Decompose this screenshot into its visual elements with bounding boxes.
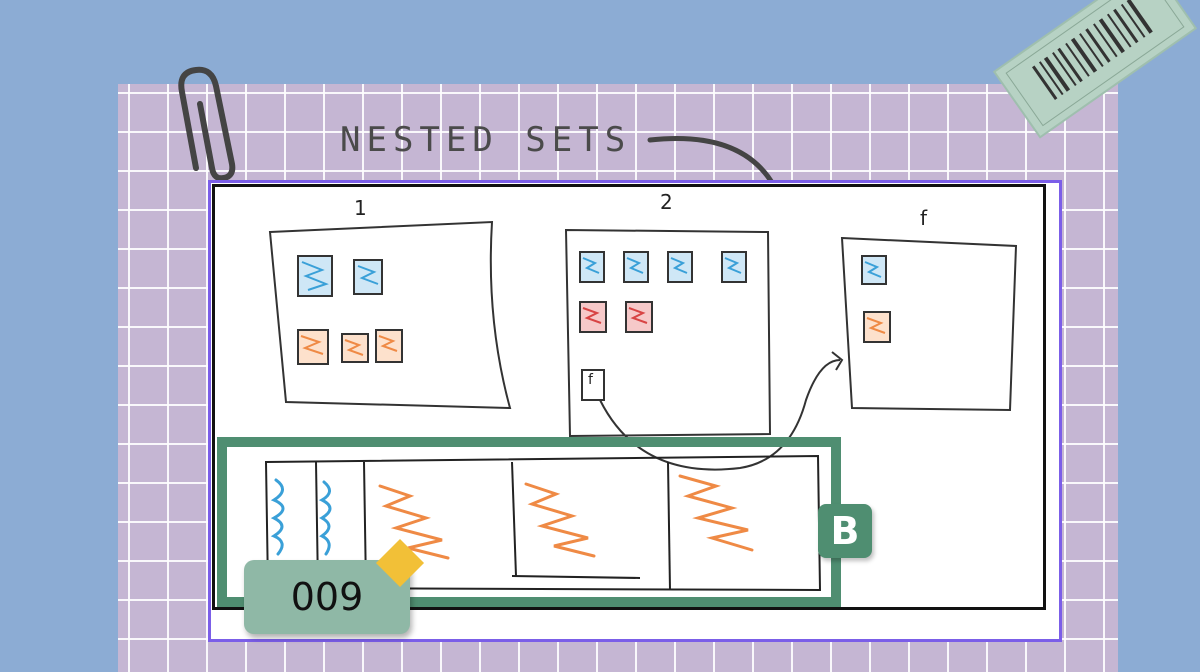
set-label-2: 2 [660, 190, 673, 214]
inner-f-box [581, 369, 605, 401]
connector-line [599, 359, 841, 471]
set-2-items [579, 251, 747, 333]
set-box-f [840, 236, 1018, 412]
set-label-f: f [920, 206, 928, 230]
set-label-1: 1 [354, 196, 367, 220]
zoomed-scribbles [270, 474, 754, 560]
set-f-items [861, 255, 891, 343]
page-title: NESTED SETS [340, 120, 632, 160]
number-badge: 009 [244, 560, 410, 634]
inner-label-f: f [588, 372, 593, 388]
set-box-1 [268, 220, 512, 410]
sketch-frame [212, 184, 1046, 610]
set-box-2 [564, 228, 772, 438]
letter-badge: B [818, 504, 872, 558]
set-1-items [297, 255, 403, 365]
zoomed-strip [264, 454, 822, 592]
